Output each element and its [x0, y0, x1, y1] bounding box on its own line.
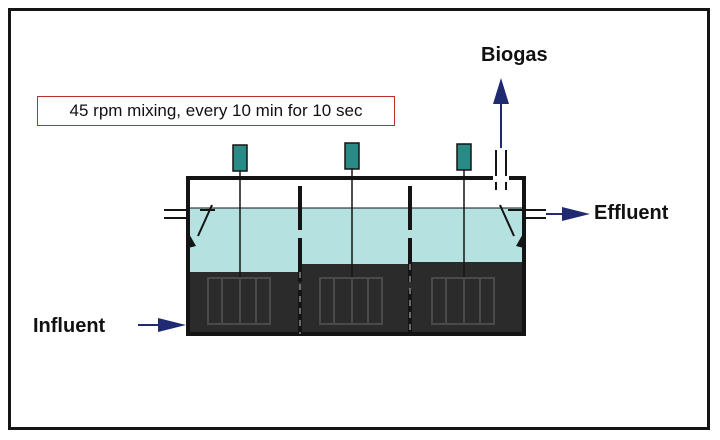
- biogas-pipe: [493, 150, 509, 190]
- vessel-outline: [186, 176, 526, 336]
- impeller-paddle-icon: [207, 277, 271, 325]
- influent-arrow: [138, 318, 186, 332]
- biogas-arrow: [493, 78, 509, 148]
- mixer-motor-icon: [456, 143, 472, 171]
- effluent-label: Effluent: [594, 202, 669, 224]
- mixer-3: [431, 143, 495, 325]
- inlet-pipe: [164, 204, 215, 248]
- mixer-motor-icon: [344, 142, 360, 170]
- influent-label: Influent: [33, 315, 106, 337]
- biogas-label: Biogas: [481, 44, 548, 66]
- impeller-paddle-icon: [319, 277, 383, 325]
- outlet-pipe: [499, 204, 546, 248]
- effluent-arrow: [546, 207, 590, 221]
- mixer-2: [319, 142, 383, 325]
- impeller-paddle-icon: [431, 277, 495, 325]
- mixing-note-box: 45 rpm mixing, every 10 min for 10 sec: [37, 96, 395, 126]
- reactor-vessel: [186, 176, 526, 336]
- sludge-bed: [188, 262, 524, 332]
- mixer-1: [207, 144, 271, 325]
- mixer-motor-icon: [232, 144, 248, 172]
- mixing-note-text: 45 rpm mixing, every 10 min for 10 sec: [69, 101, 363, 120]
